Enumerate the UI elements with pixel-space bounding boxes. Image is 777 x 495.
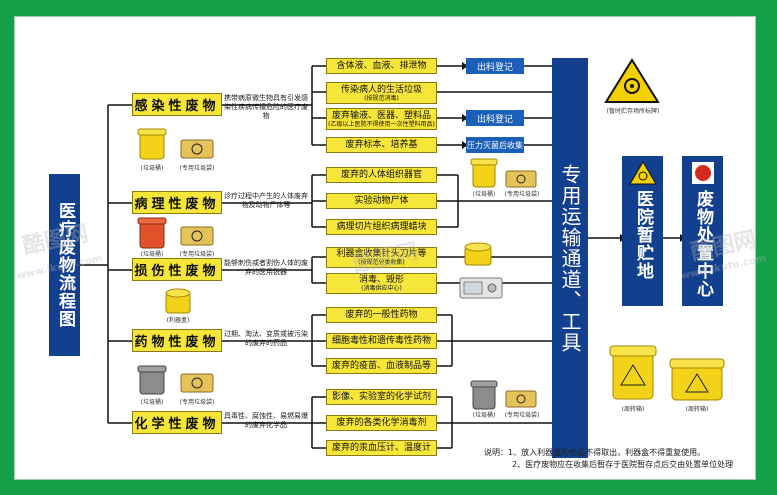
note-1: 说明：1、放入利器盒的物品不得取出，利器盒不得重复使用。 — [484, 448, 706, 457]
category-infectious: 感染性废物 — [132, 93, 222, 116]
caption-turnover-1: (周转箱) — [621, 406, 645, 413]
category-pharmaceutical: 药物性废物 — [132, 329, 222, 352]
turnover-bin-icon — [609, 345, 657, 400]
yellow-bin-icon — [470, 158, 498, 188]
yellow-bag-icon — [180, 139, 214, 159]
tag-sterilize: 压力灭菌后收集 — [466, 137, 524, 153]
caption-bin-2: (垃圾桶) — [140, 251, 164, 258]
caption-turnover-2: (周转箱) — [685, 406, 709, 413]
transport-box: 专用运输通道、工具 — [552, 58, 588, 458]
category-desc-pathological: 诊疗过程中产生的人体废弃物及动物尸体等 — [224, 192, 308, 209]
item-general-drugs: 废弃的一般性药物 — [326, 307, 437, 323]
item-pathology-blocks: 病理切片组织病理蜡块 — [326, 219, 437, 235]
flow-title: 医疗废物流程图 — [49, 174, 80, 356]
caption-mid-bin-2: (垃圾桶) — [472, 412, 496, 419]
caption-bag-4: (专用垃圾袋) — [179, 399, 215, 406]
caption-bin-4: (垃圾桶) — [140, 399, 164, 406]
transport-label: 专用运输通道、工具 — [558, 163, 582, 353]
yellow-bag-icon — [180, 226, 214, 246]
biohazard-icon — [628, 161, 657, 185]
sharps-box-icon — [165, 288, 191, 314]
gray-bin-icon — [470, 380, 498, 410]
category-desc-injurious: 能够刺伤或者割伤人体的废弃的医用锐器 — [224, 259, 308, 276]
item-cytotoxic-drugs: 细胞毒性和遗传毒性药物 — [326, 333, 437, 349]
category-desc-infectious: 携带病原微生物具有引发感染性疾病传播危险的医疗废物 — [224, 94, 308, 120]
sterilizer-icon — [459, 277, 503, 299]
tag-checkout-2: 出科登记 — [466, 110, 524, 126]
storage-label: 医院暂贮地 — [633, 190, 653, 280]
turnover-box-icon — [669, 358, 725, 401]
yellow-bag-icon — [505, 390, 537, 408]
caption-bag-2: (专用垃圾袋) — [179, 251, 215, 258]
item-mercury-devices: 废弃的汞血压计、温度计 — [326, 440, 437, 456]
caption-mid-bag-1: (专用垃圾袋) — [504, 191, 540, 198]
disposal-label: 废物处置中心 — [693, 190, 713, 298]
item-vaccines: 废弃的疫苗、血液制品等 — [326, 358, 437, 374]
sharps-box-icon — [464, 242, 492, 266]
item-tissues: 废弃的人体组织器官 — [326, 167, 437, 183]
yellow-bag-icon — [505, 170, 537, 188]
biohazard-sign-icon — [604, 58, 660, 103]
tag-checkout-1: 出科登记 — [466, 58, 524, 74]
item-patient-waste: 传染病人的生活垃圾(按规范消毒) — [326, 82, 437, 104]
yellow-bag-icon — [180, 373, 214, 393]
item-animal-carcass: 实验动物尸体 — [326, 193, 437, 209]
item-infusion-waste: 废弃输液、医器、塑料品(乙级以上医院不得使用一次性塑料用品) — [326, 108, 437, 130]
item-lab-chemicals: 影像、实验室的化学试剂 — [326, 389, 437, 405]
category-desc-chemical: 具毒性、腐蚀性、易燃易爆的废弃化学品 — [224, 412, 308, 429]
caption-bag-1: (专用垃圾袋) — [179, 165, 215, 172]
item-disinfectants: 废弃的各类化学消毒剂 — [326, 415, 437, 431]
item-specimens: 废弃标本、培养基 — [326, 137, 437, 153]
sign-caption: (暂时贮存场所标牌) — [606, 108, 660, 115]
item-sharps: 利器盒收集针头刀片等(按规范分类收集) — [326, 247, 437, 268]
category-desc-pharmaceutical: 过期、淘汰、变质或被污染的废弃的药品 — [224, 330, 308, 347]
item-body-fluids: 含体液、血液、排泄物 — [326, 58, 437, 74]
category-injurious: 损伤性废物 — [132, 258, 222, 281]
category-chemical: 化学性废物 — [132, 411, 222, 434]
caption-sharps-box: (利器盒) — [166, 317, 190, 324]
caption-mid-bin-1: (垃圾桶) — [472, 191, 496, 198]
storage-box: 医院暂贮地 — [622, 156, 663, 306]
caption-bin-1: (垃圾桶) — [140, 165, 164, 172]
yellow-bin-icon — [137, 128, 167, 160]
note-2: 2、医疗废物应在收集后暂存于医院暂存点后交由处置单位处理 — [512, 460, 734, 469]
item-disinfection: 消毒、毁形(消毒供应中心) — [326, 273, 437, 294]
gray-bin-icon — [137, 365, 167, 395]
disposal-logo-icon — [691, 162, 714, 184]
category-pathological: 病理性废物 — [132, 191, 222, 214]
caption-mid-bag-2: (专用垃圾袋) — [504, 412, 540, 419]
disposal-box: 废物处置中心 — [682, 156, 723, 306]
red-bin-icon — [137, 217, 167, 249]
